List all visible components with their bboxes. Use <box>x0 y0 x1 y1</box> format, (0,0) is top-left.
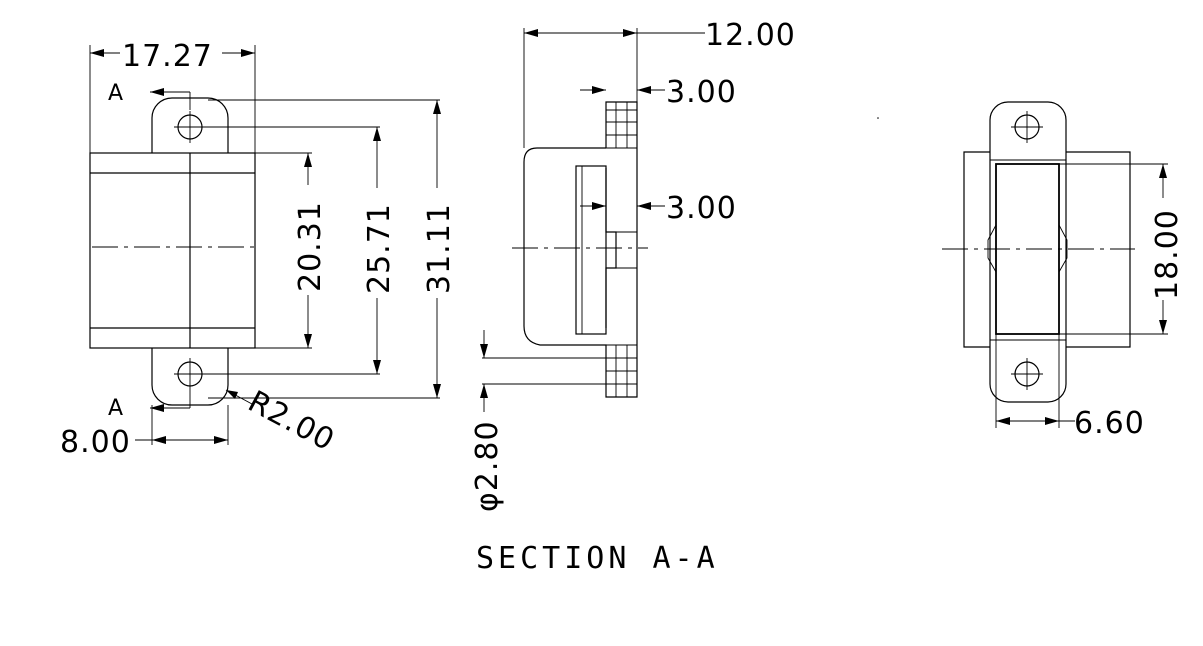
dim-width-17-27: 17.27 <box>122 39 213 74</box>
front-body <box>89 152 256 349</box>
dim-radius-r2-00: R2.00 <box>242 384 340 458</box>
section-profile <box>523 101 638 398</box>
section-caption: SECTION A-A <box>476 541 719 576</box>
front-view: A A 17.27 20.31 25.71 <box>60 39 457 460</box>
dim-flange-3-00-top: 3.00 <box>666 75 737 110</box>
dim-flange-3-00-mid: 3.00 <box>666 191 737 226</box>
dim-height-20-31: 20.31 <box>293 201 328 292</box>
section-mark-top: A <box>108 81 123 106</box>
dim-hole-diameter: φ2.80 <box>470 420 505 512</box>
dim-height-25-71: 25.71 <box>362 203 397 294</box>
side-view: 18.00 6.60 <box>877 101 1185 441</box>
dim-side-width-6-60: 6.60 <box>1074 406 1145 441</box>
dim-side-height-18-00: 18.00 <box>1150 209 1185 300</box>
side-flange <box>989 101 1067 403</box>
section-view: 12.00 3.00 3.00 φ2.80 SECTION A-A <box>470 18 796 576</box>
dim-depth-12-00: 12.00 <box>705 18 796 53</box>
section-mark-bottom: A <box>108 396 123 421</box>
dim-tab-width-8-00: 8.00 <box>60 425 131 460</box>
dim-height-31-11: 31.11 <box>422 203 457 294</box>
